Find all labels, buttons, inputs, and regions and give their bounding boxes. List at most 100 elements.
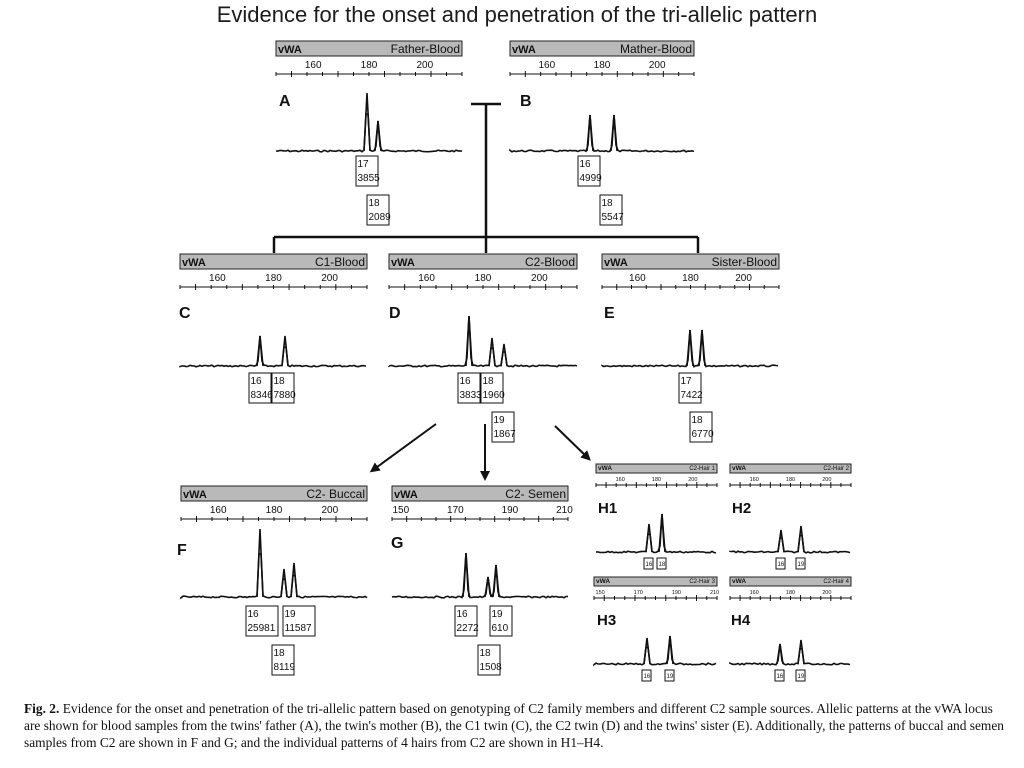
- panel-header-H4: [729, 576, 852, 587]
- peak-H4-2: [797, 639, 805, 665]
- axis-tick-label-A-180: 180: [361, 60, 378, 71]
- axis-tick-label-E-160: 160: [629, 273, 646, 284]
- peak-B-1: [586, 114, 594, 152]
- axis-tick-label-H1-180: 180: [652, 477, 661, 483]
- allele-call-G-18: 18: [480, 648, 492, 659]
- allele-call-H3-16: 16: [644, 674, 651, 680]
- panel-header-E: [601, 253, 780, 270]
- allele-height-F-18: 8119: [274, 662, 296, 673]
- locus-label-C: vWA: [182, 257, 206, 269]
- trace-H3: [593, 635, 717, 667]
- sample-label-B: Mather-Blood: [620, 42, 692, 56]
- peak-G-2: [484, 576, 492, 598]
- allele-box-F-16: [245, 605, 279, 637]
- allele-height-B-18: 5547: [602, 212, 625, 223]
- allele-height-E-17: 7422: [681, 390, 704, 401]
- allele-call-C-16: 16: [251, 376, 263, 387]
- panel-letter-A: A: [279, 93, 291, 110]
- allele-box-D-16: [457, 372, 481, 404]
- allele-height-A-17: 3855: [358, 173, 381, 184]
- axis-tick-label-H3-170: 170: [634, 590, 643, 596]
- allele-box-H2-16: [775, 557, 786, 570]
- allele-box-H2-19: [795, 557, 806, 570]
- allele-box-F-18: [271, 644, 295, 676]
- trace-B: [509, 114, 695, 153]
- locus-label-F: vWA: [183, 489, 207, 501]
- allele-height-D-19: 1867: [494, 429, 517, 440]
- peak-C-1: [256, 335, 264, 367]
- axis-tick-label-G-170: 170: [447, 505, 464, 516]
- trace-D: [388, 315, 578, 368]
- allele-call-E-18: 18: [692, 415, 704, 426]
- allele-call-B-18: 18: [602, 198, 614, 209]
- sample-label-H1: C2-Hair 1: [689, 466, 715, 472]
- peak-A-1: [363, 92, 371, 152]
- axis-tick-label-G-190: 190: [502, 505, 519, 516]
- pedigree-electropherogram-figure: vWA Father-Blood 160 180 200 A 17 3855 18 2089 vWA…: [177, 40, 852, 682]
- allele-box-G-18: [477, 644, 501, 676]
- allele-call-F-16: 16: [248, 609, 260, 620]
- allele-box-C-18: [271, 372, 295, 404]
- sample-label-G: C2- Semen: [505, 487, 566, 501]
- panel-letter-G: G: [391, 535, 403, 552]
- allele-height-B-16: 4999: [580, 173, 603, 184]
- allele-box-A-18: [366, 194, 390, 226]
- sample-label-C: C1-Blood: [315, 255, 365, 269]
- panel-letter-H1: H1: [598, 500, 617, 517]
- peak-H2-1: [777, 529, 785, 553]
- allele-box-F-19: [282, 605, 316, 637]
- allele-call-H1-16: 16: [646, 562, 653, 568]
- trace-C: [179, 335, 367, 368]
- axis-tick-label-A-160: 160: [305, 60, 322, 71]
- allele-box-A-17: [355, 155, 379, 187]
- axis-tick-label-E-180: 180: [682, 273, 699, 284]
- caption-lead: Fig. 2.: [24, 701, 60, 716]
- peak-H3-2: [666, 635, 674, 665]
- sample-label-H4: C2-Hair 4: [823, 579, 849, 585]
- axis-tick-label-F-160: 160: [210, 505, 227, 516]
- axis-tick-label-H4-160: 160: [750, 590, 759, 596]
- sample-label-A: Father-Blood: [391, 42, 460, 56]
- locus-label-E: vWA: [604, 257, 628, 269]
- axis-tick-label-H1-160: 160: [616, 477, 625, 483]
- peak-F-3: [290, 562, 298, 598]
- panel-header-H3: [593, 576, 718, 587]
- allele-box-H1-18: [656, 557, 667, 570]
- arrow-to-F: [369, 423, 437, 473]
- allele-call-H1-18: 18: [659, 562, 666, 568]
- panel-letter-F: F: [177, 542, 187, 559]
- allele-call-A-17: 17: [358, 159, 370, 170]
- panel-letter-H4: H4: [731, 612, 751, 629]
- peak-H1-1: [645, 523, 653, 553]
- allele-call-H4-19: 19: [798, 674, 805, 680]
- figure-caption: Fig. 2. Evidence for the onset and penet…: [24, 700, 1009, 751]
- allele-height-G-19: 610: [492, 623, 509, 634]
- panel-header-A: [275, 40, 463, 57]
- peak-H1-2: [658, 513, 666, 553]
- allele-height-A-18: 2089: [369, 212, 392, 223]
- allele-call-F-19: 19: [285, 609, 297, 620]
- peak-C-2: [281, 335, 289, 367]
- allele-height-G-18: 1508: [480, 662, 503, 673]
- panel-header-D: [388, 253, 578, 270]
- axis-tick-label-D-160: 160: [418, 273, 435, 284]
- panel-header-H1: [595, 463, 718, 474]
- panel-letter-E: E: [604, 305, 615, 322]
- panel-letter-H2: H2: [732, 500, 751, 517]
- axis-tick-label-F-200: 200: [321, 505, 338, 516]
- axis-tick-label-G-150: 150: [392, 505, 409, 516]
- axis-tick-label-C-160: 160: [209, 273, 226, 284]
- panel-letter-D: D: [389, 305, 401, 322]
- allele-box-D-18: [480, 372, 504, 404]
- panel-header-H2: [729, 463, 852, 474]
- locus-label-A: vWA: [278, 44, 302, 56]
- sample-label-D: C2-Blood: [525, 255, 575, 269]
- peak-H3-1: [643, 637, 651, 665]
- allele-call-H2-19: 19: [798, 562, 805, 568]
- allele-box-H4-19: [795, 669, 806, 682]
- locus-label-G: vWA: [394, 489, 418, 501]
- allele-call-D-16: 16: [460, 376, 472, 387]
- peak-D-2: [488, 337, 496, 367]
- peak-D-3: [500, 343, 508, 367]
- allele-box-D-19: [491, 411, 515, 443]
